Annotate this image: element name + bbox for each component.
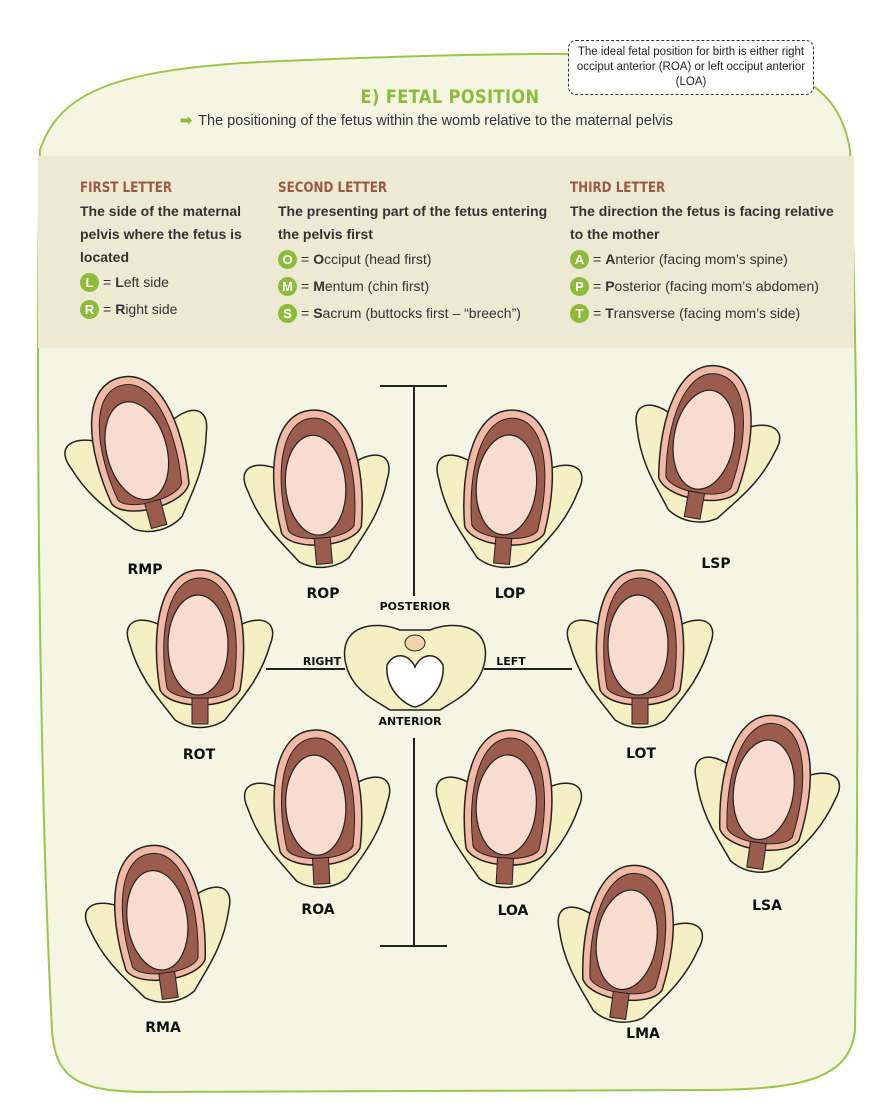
word-rest: entum (chin first) bbox=[324, 278, 430, 294]
legend-band bbox=[38, 156, 854, 348]
birth-canal bbox=[746, 840, 767, 870]
fetus bbox=[284, 434, 347, 536]
arrow-right-icon: ➡ bbox=[180, 113, 193, 129]
axis-lines bbox=[266, 385, 572, 947]
birth-canal bbox=[158, 970, 179, 1000]
word-rest: cciput (head first) bbox=[324, 251, 432, 267]
letter-badge: R bbox=[80, 300, 99, 319]
legend-description: The direction the fetus is facing relati… bbox=[570, 203, 834, 242]
fetal-position-illustration-rop bbox=[243, 409, 390, 569]
word-initial: M bbox=[313, 278, 325, 294]
ideal-position-note: The ideal fetal position for birth is ei… bbox=[568, 40, 814, 95]
legend-item: M = Mentum (chin first) bbox=[278, 273, 558, 300]
birth-canal bbox=[631, 697, 649, 725]
page-title: E) FETAL POSITION bbox=[360, 86, 540, 108]
word-rest: nterior (facing mom’s spine) bbox=[615, 251, 788, 267]
fetal-position-illustration-lsa bbox=[694, 714, 841, 873]
legend-item: T = Transverse (facing mom’s side) bbox=[570, 300, 850, 327]
position-label-rot: ROT bbox=[182, 747, 216, 763]
legend-item: P = Posterior (facing mom’s abdomen) bbox=[570, 273, 850, 300]
word-initial: T bbox=[605, 305, 614, 321]
legend-column-3: THIRD LETTER The direction the fetus is … bbox=[570, 180, 850, 327]
word-initial: L bbox=[115, 274, 124, 290]
letter-badge: A bbox=[570, 250, 589, 269]
legend-item: O = Occiput (head first) bbox=[278, 246, 558, 273]
legend-description: The side of the maternal pelvis where th… bbox=[80, 203, 242, 265]
fetus bbox=[475, 754, 537, 856]
word-initial: O bbox=[313, 251, 325, 267]
fetus bbox=[167, 594, 229, 696]
word-initial: P bbox=[605, 278, 615, 294]
position-label-rop: ROP bbox=[306, 586, 340, 602]
legend-item: L = Left side bbox=[80, 269, 265, 296]
position-label-loa: LOA bbox=[497, 903, 529, 919]
position-label-lot: LOT bbox=[626, 746, 656, 762]
word-rest: osterior (facing mom’s abdomen) bbox=[614, 278, 819, 294]
maternal-pelvis-top-view bbox=[343, 624, 487, 711]
legend-heading: FIRST LETTER bbox=[80, 180, 173, 196]
fetal-position-illustration-rma bbox=[84, 844, 231, 1003]
fetus bbox=[475, 434, 538, 536]
anterior-label: ANTERIOR bbox=[378, 715, 442, 728]
position-label-lma: LMA bbox=[626, 1026, 660, 1042]
fetus bbox=[607, 594, 669, 696]
word-initial: S bbox=[313, 305, 323, 321]
word-rest: eft side bbox=[123, 274, 169, 290]
legend-description: The presenting part of the fetus enterin… bbox=[278, 203, 548, 242]
birth-canal bbox=[609, 990, 630, 1020]
letter-badge: L bbox=[80, 273, 99, 292]
birth-canal bbox=[313, 536, 333, 565]
letter-badge: O bbox=[278, 250, 297, 269]
position-label-lsa: LSA bbox=[752, 898, 782, 914]
legend-column-1: FIRST LETTER The side of the maternal pe… bbox=[80, 180, 265, 323]
birth-canal bbox=[144, 498, 168, 530]
fetal-position-illustration-rmp bbox=[64, 375, 208, 533]
legend-item: A = Anterior (facing mom’s spine) bbox=[570, 246, 850, 273]
birth-canal bbox=[683, 490, 706, 520]
position-label-lop: LOP bbox=[494, 586, 526, 602]
position-label-rma: RMA bbox=[145, 1020, 181, 1036]
fetus bbox=[285, 754, 347, 856]
legend-column-2: SECOND LETTER The presenting part of the… bbox=[278, 180, 558, 327]
position-label-lsp: LSP bbox=[701, 556, 731, 572]
fetal-position-illustration-lma bbox=[557, 864, 704, 1023]
letter-badge: T bbox=[570, 304, 589, 323]
legend-heading: SECOND LETTER bbox=[278, 180, 388, 196]
word-initial: A bbox=[605, 251, 616, 267]
position-label-rmp: RMP bbox=[127, 562, 163, 578]
fetus bbox=[104, 401, 170, 501]
position-label-roa: ROA bbox=[301, 902, 335, 918]
birth-canal bbox=[495, 856, 515, 885]
legend-heading: THIRD LETTER bbox=[570, 180, 666, 196]
subtitle: ➡ The positioning of the fetus within the… bbox=[180, 113, 673, 129]
right-label: RIGHT bbox=[302, 655, 342, 668]
fetal-position-illustration-rot bbox=[126, 569, 274, 729]
fetal-position-illustration-lsp bbox=[635, 364, 781, 523]
legend-item: S = Sacrum (buttocks first – “breech”) bbox=[278, 300, 558, 327]
word-rest: acrum (buttocks first – “breech”) bbox=[322, 305, 521, 321]
word-rest: ight side bbox=[125, 301, 178, 317]
left-label: LEFT bbox=[496, 655, 526, 668]
fetal-position-illustration-lot bbox=[566, 569, 714, 729]
birth-canal bbox=[311, 856, 331, 885]
letter-badge: S bbox=[278, 304, 297, 323]
fetal-position-illustration-loa bbox=[435, 729, 583, 889]
fetus bbox=[595, 889, 658, 991]
birth-canal bbox=[191, 697, 209, 725]
subtitle-text: The positioning of the fetus within the … bbox=[198, 113, 673, 129]
letter-badge: M bbox=[278, 277, 297, 296]
legend-item: R = Right side bbox=[80, 296, 265, 323]
word-rest: ransverse (facing mom’s side) bbox=[613, 305, 801, 321]
birth-canal bbox=[493, 536, 513, 565]
word-initial: R bbox=[115, 301, 126, 317]
fetal-position-illustration-lop bbox=[436, 409, 583, 569]
fetus bbox=[732, 739, 795, 841]
letter-badge: P bbox=[570, 277, 589, 296]
posterior-label: POSTERIOR bbox=[379, 600, 451, 613]
fetus bbox=[126, 870, 189, 971]
fetal-position-illustration-roa bbox=[243, 729, 391, 889]
